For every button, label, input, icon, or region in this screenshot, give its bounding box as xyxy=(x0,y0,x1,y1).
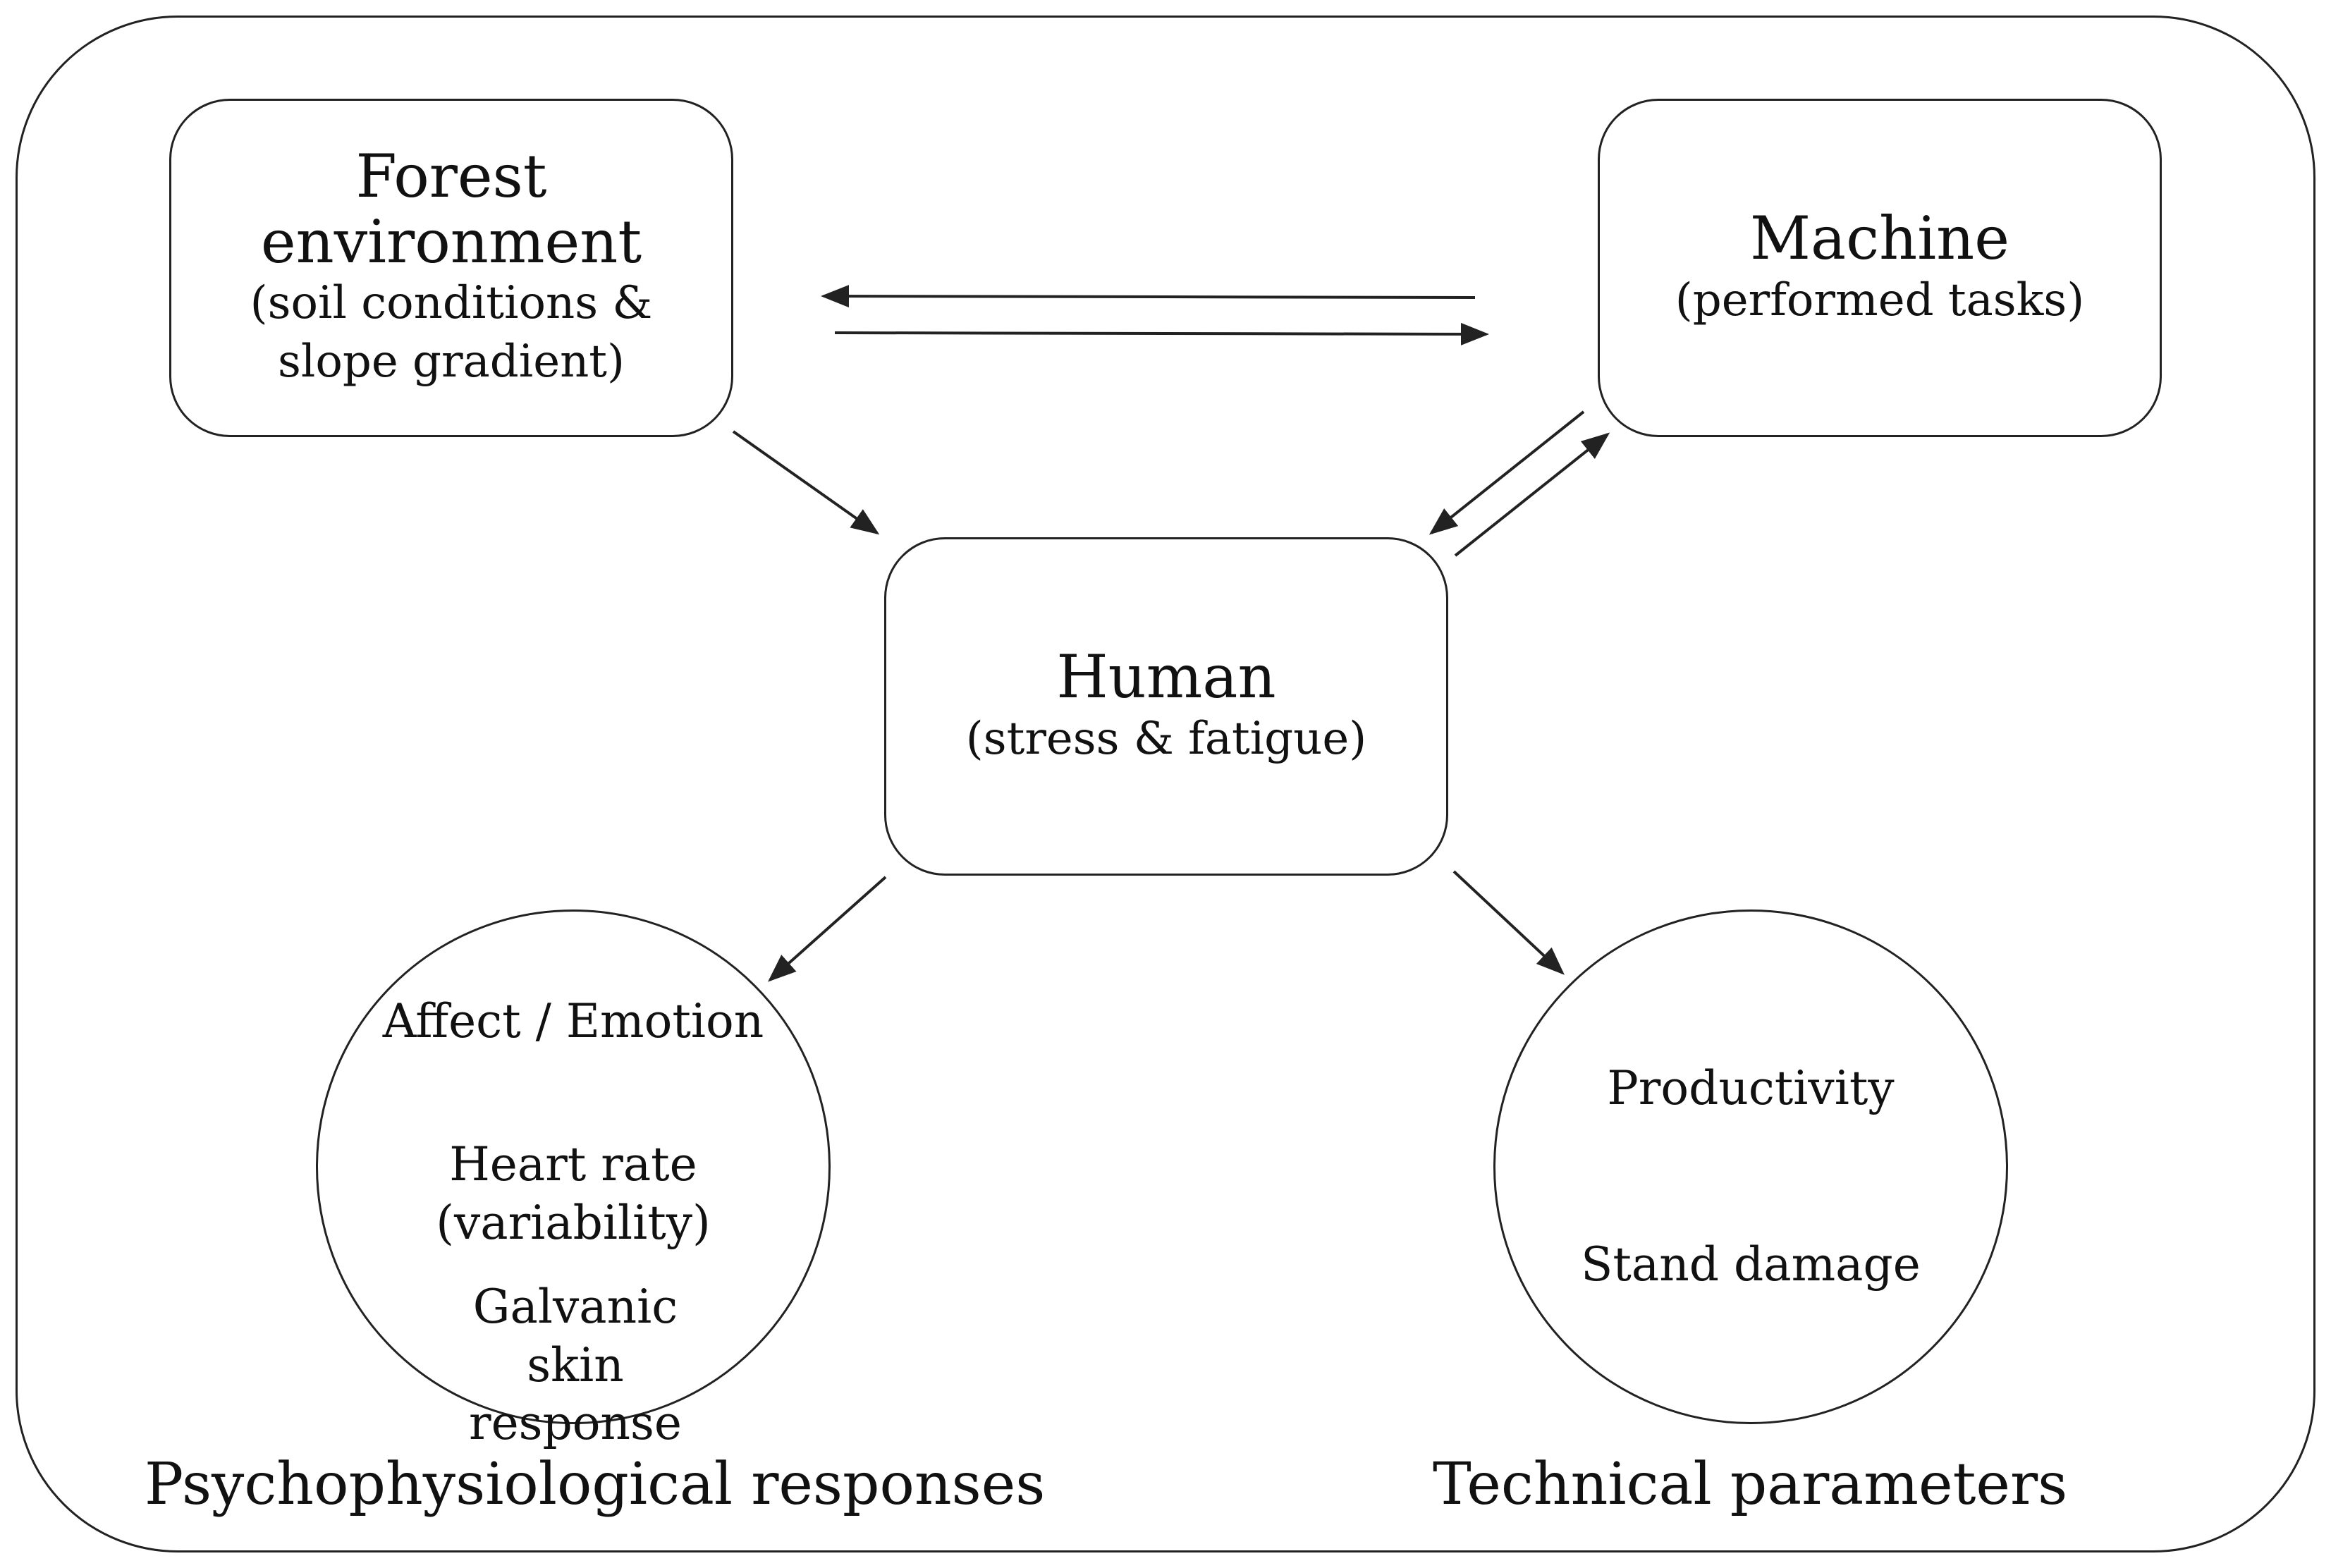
technical-circle: Productivity Stand damage xyxy=(1493,909,2008,1424)
heart-rate-item: Heart rate (variability) xyxy=(436,1137,711,1250)
affect-emotion-item: Affect / Emotion xyxy=(382,994,764,1048)
galvanic-skin-response-item: Galvanic skin response xyxy=(469,1280,682,1450)
machine-subtitle: (performed tasks) xyxy=(1675,274,2085,326)
forest-environment-title: Forest environment xyxy=(260,142,642,276)
human-subtitle: (stress & fatigue) xyxy=(965,712,1367,765)
arrow-machine-to-forest xyxy=(821,285,1476,308)
psychophysiological-label: Psychophysiological responses xyxy=(145,1451,1046,1518)
psychophysiological-circle: Affect / Emotion Heart rate (variability… xyxy=(316,909,831,1450)
forest-environment-box: Forest environment (soil conditions & sl… xyxy=(169,99,733,437)
arrow-human-to-psycho xyxy=(768,876,887,982)
stand-damage-item: Stand damage xyxy=(1581,1237,1921,1292)
machine-box: Machine (performed tasks) xyxy=(1598,99,2162,437)
arrow-machine-to-human xyxy=(1428,410,1585,535)
arrow-human-to-machine xyxy=(1454,432,1610,557)
outer-frame xyxy=(16,16,2315,1552)
arrow-human-to-technical xyxy=(1452,870,1565,975)
human-box: Human (stress & fatigue) xyxy=(884,537,1448,876)
human-title: Human xyxy=(1056,642,1276,712)
machine-title: Machine xyxy=(1750,204,2009,274)
forest-environment-subtitle: (soil conditions & slope gradient) xyxy=(250,277,653,388)
arrow-forest-to-human xyxy=(732,430,880,535)
productivity-item: Productivity xyxy=(1607,1061,1895,1115)
technical-parameters-label: Technical parameters xyxy=(1433,1451,2068,1518)
arrow-forest-to-machine xyxy=(834,322,1489,345)
